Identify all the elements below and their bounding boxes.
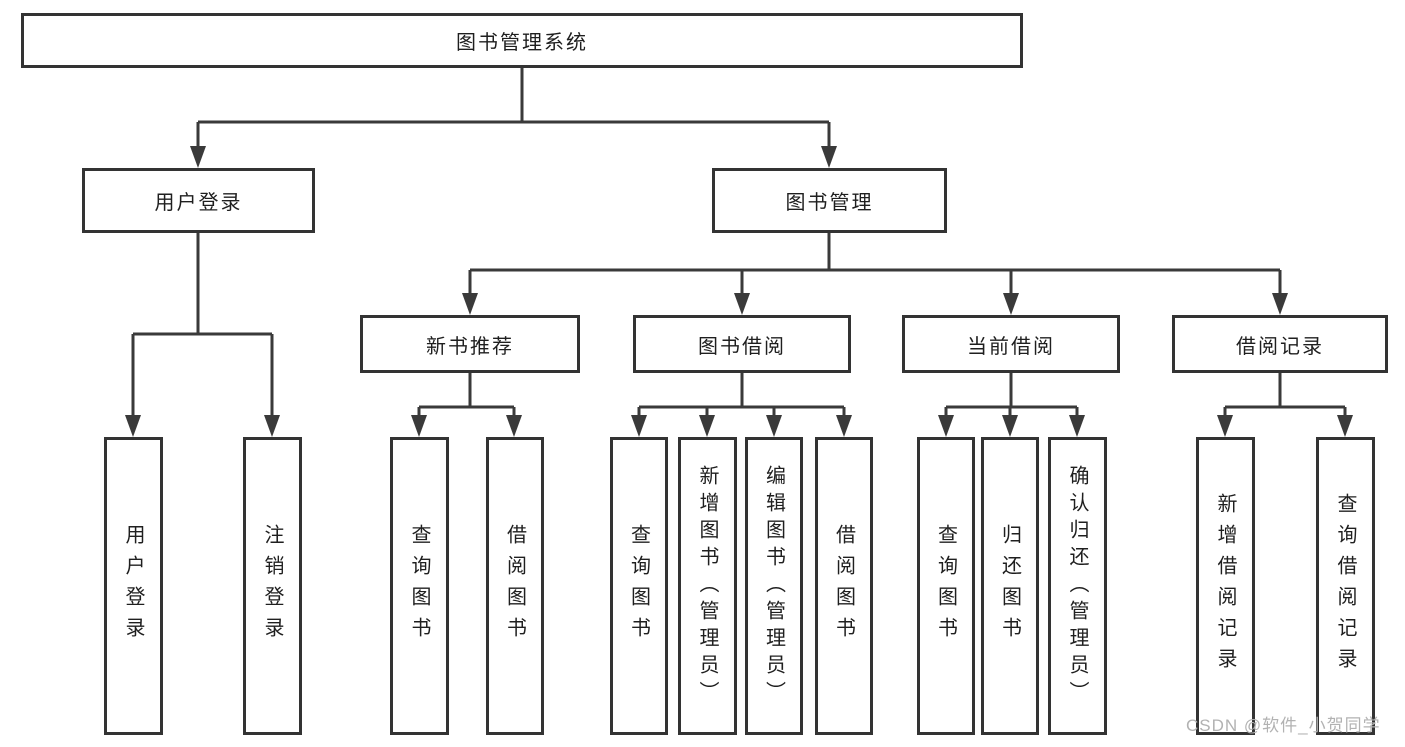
leaf-nbr-query-books: 查询图书 (390, 437, 449, 735)
node-label: 新书推荐 (426, 335, 514, 358)
node-user-login: 用户登录 (82, 168, 315, 233)
leaf-cb-return-books: 归还图书 (981, 437, 1039, 735)
leaf-label: 查询借阅记录 (1334, 493, 1356, 679)
leaf-label: 新增图书（管理员） (696, 464, 718, 708)
leaf-logout-login: 注销登录 (243, 437, 302, 735)
node-library-management-system: 图书管理系统 (21, 13, 1023, 68)
node-label: 当前借阅 (967, 335, 1055, 358)
node-new-book-recommendation: 新书推荐 (360, 315, 580, 373)
leaf-bb-borrow-books: 借阅图书 (815, 437, 873, 735)
leaf-bb-edit-books-admin: 编辑图书（管理员） (745, 437, 803, 735)
leaf-bb-add-books-admin: 新增图书（管理员） (678, 437, 737, 735)
leaf-label: 查询图书 (627, 524, 650, 648)
leaf-label: 借阅图书 (832, 524, 855, 648)
leaf-label: 注销登录 (261, 524, 283, 648)
node-borrowing-records: 借阅记录 (1172, 315, 1388, 373)
leaf-br-query-borrow-record: 查询借阅记录 (1316, 437, 1375, 735)
node-book-management: 图书管理 (712, 168, 947, 233)
csdn-watermark: CSDN @软件_小贺同学 (1186, 716, 1381, 735)
node-current-borrowing: 当前借阅 (902, 315, 1120, 373)
leaf-nbr-borrow-books: 借阅图书 (486, 437, 544, 735)
leaf-br-add-borrow-record: 新增借阅记录 (1196, 437, 1255, 735)
leaf-cb-confirm-return-admin: 确认归还（管理员） (1048, 437, 1107, 735)
node-label: 图书借阅 (698, 335, 786, 358)
leaf-user-login: 用户登录 (104, 437, 163, 735)
leaf-label: 编辑图书（管理员） (762, 464, 785, 708)
node-label: 图书管理 (785, 192, 874, 214)
leaf-label: 新增借阅记录 (1214, 493, 1236, 679)
leaf-label: 借阅图书 (503, 524, 526, 648)
leaf-label: 查询图书 (408, 524, 430, 648)
leaf-label: 归还图书 (998, 524, 1021, 648)
node-label: 图书管理系统 (456, 32, 588, 54)
node-label: 借阅记录 (1236, 335, 1324, 358)
leaf-bb-query-books: 查询图书 (610, 437, 668, 735)
leaf-cb-query-books: 查询图书 (917, 437, 975, 735)
leaf-label: 确认归还（管理员） (1066, 464, 1088, 708)
node-label: 用户登录 (154, 192, 243, 214)
leaf-label: 用户登录 (122, 524, 144, 648)
leaf-label: 查询图书 (934, 524, 957, 648)
node-book-borrowing: 图书借阅 (633, 315, 851, 373)
